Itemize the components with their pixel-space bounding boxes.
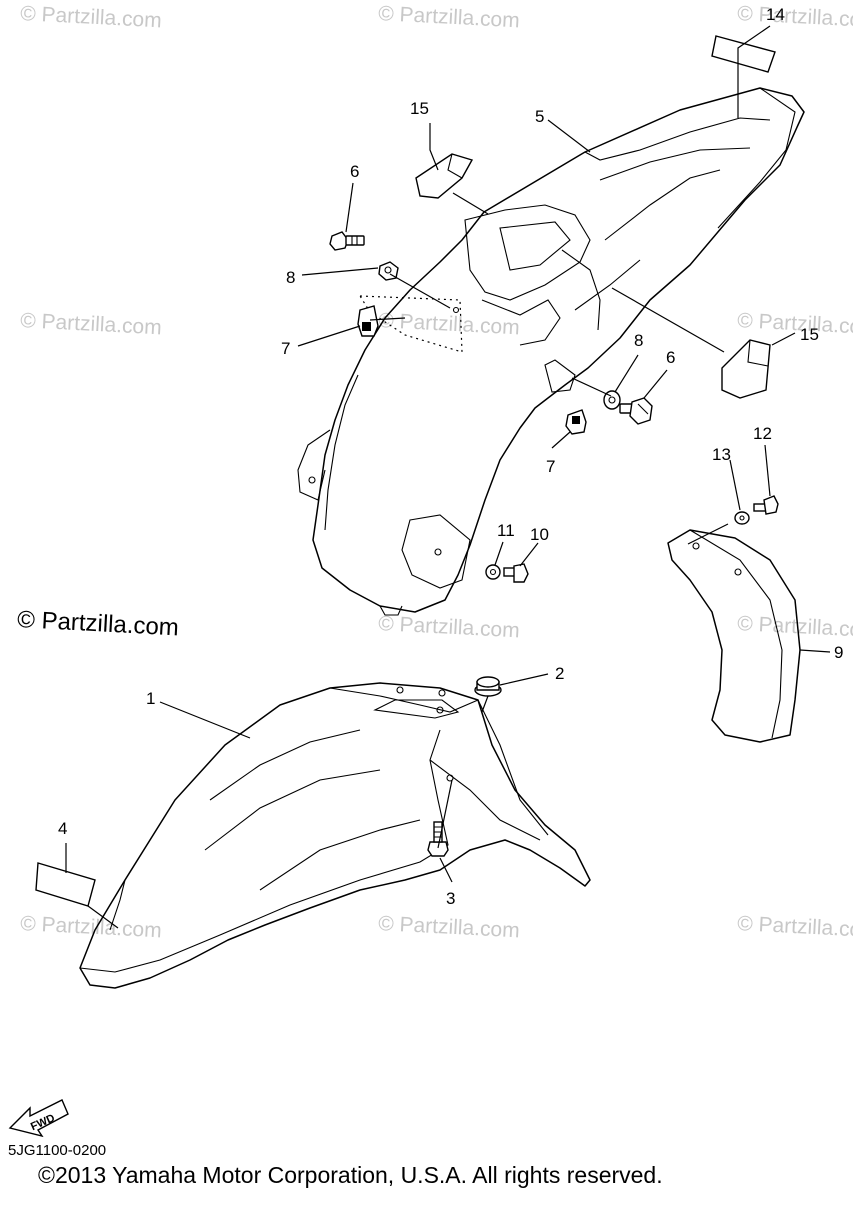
bolt-6-left[interactable]	[329, 231, 365, 251]
washer-13[interactable]	[734, 511, 750, 525]
watermark: © Partzilla.com	[737, 912, 853, 942]
watermark-layer: © Partzilla.com © Partzilla.com © Partzi…	[20, 2, 853, 942]
callout-15[interactable]: 15	[800, 325, 819, 344]
front-fender[interactable]	[79, 682, 591, 989]
mud-flap[interactable]	[667, 529, 801, 743]
copyright-notice: ©2013 Yamaha Motor Corporation, U.S.A. A…	[38, 1162, 663, 1188]
callout-8[interactable]: 8	[634, 331, 643, 350]
callout-labels: 1 2 3 4 5 6 6 7 7 8 8 9 10 11 12 13 14 1…	[58, 5, 843, 908]
screw-10[interactable]	[503, 563, 529, 583]
rear-fender[interactable]	[297, 87, 805, 616]
collar-11[interactable]	[485, 564, 501, 580]
watermark: © Partzilla.com	[378, 2, 521, 32]
watermark: © Partzilla.com	[737, 612, 853, 642]
collar-8-right[interactable]	[603, 390, 621, 410]
callout-14[interactable]: 14	[766, 5, 785, 24]
callout-3[interactable]: 3	[446, 889, 455, 908]
decal-15-right[interactable]	[721, 339, 771, 399]
callout-7[interactable]: 7	[281, 339, 290, 358]
watermark: © Partzilla.com	[378, 309, 521, 339]
watermark: © Partzilla.com	[737, 2, 853, 32]
watermark: © Partzilla.com	[737, 309, 853, 339]
leader-lines	[65, 25, 831, 929]
nut-7-left[interactable]	[357, 305, 379, 337]
watermark: © Partzilla.com	[20, 309, 163, 339]
watermark: © Partzilla.com	[20, 2, 163, 32]
callout-5[interactable]: 5	[535, 107, 544, 126]
callout-13[interactable]: 13	[712, 445, 731, 464]
callout-11[interactable]: 11	[497, 521, 515, 540]
diagram-code: 5JG1100-0200	[8, 1142, 107, 1159]
callout-6[interactable]: 6	[666, 348, 675, 367]
watermark: © Partzilla.com	[20, 912, 163, 942]
callout-2[interactable]: 2	[555, 664, 564, 683]
fwd-arrow-icon: FWD	[8, 1099, 69, 1138]
callout-15[interactable]: 15	[410, 99, 429, 118]
callout-12[interactable]: 12	[753, 424, 772, 443]
callout-7[interactable]: 7	[546, 457, 555, 476]
callout-1[interactable]: 1	[146, 689, 155, 708]
callout-10[interactable]: 10	[530, 525, 549, 544]
grommet-2[interactable]	[474, 676, 502, 697]
callout-6[interactable]: 6	[350, 162, 359, 181]
watermark: © Partzilla.com	[378, 912, 521, 942]
screw-12[interactable]	[753, 495, 779, 515]
decal-15-top[interactable]	[415, 153, 474, 199]
bolt-3[interactable]	[427, 821, 449, 857]
nut-7-right[interactable]	[565, 409, 587, 435]
callout-4[interactable]: 4	[58, 819, 67, 838]
callout-9[interactable]: 9	[834, 643, 843, 662]
bolt-6-right[interactable]	[619, 397, 653, 425]
decal-14[interactable]	[711, 35, 776, 73]
callout-8[interactable]: 8	[286, 268, 295, 287]
watermark: © Partzilla.com	[378, 612, 521, 642]
